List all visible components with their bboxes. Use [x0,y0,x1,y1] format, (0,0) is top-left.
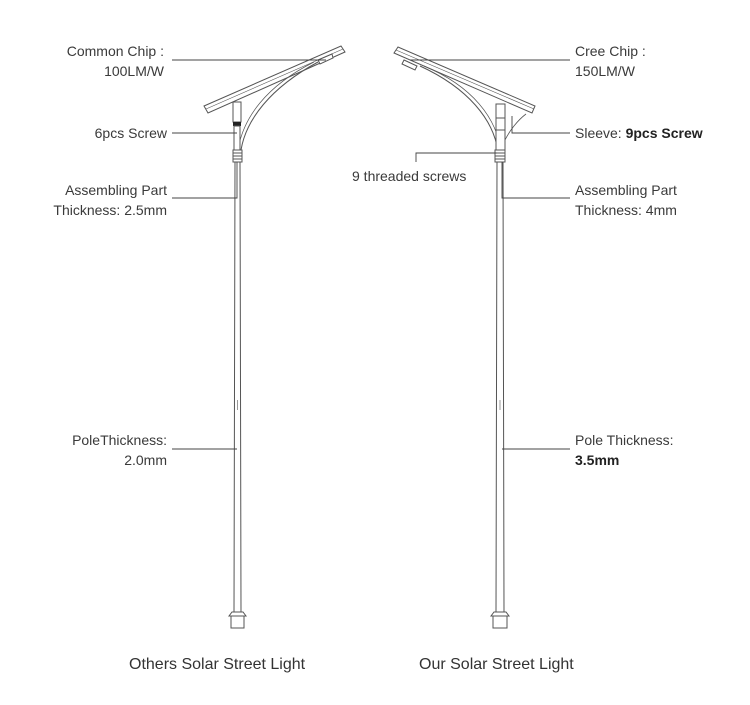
right-street-light [393,46,536,629]
right-caption: Our Solar Street Light [419,656,574,673]
left-pole-label: PoleThickness: 2.0mm [20,430,167,470]
left-pole-line1: PoleThickness: [72,432,167,448]
left-caption: Others Solar Street Light [129,656,306,673]
right-lamp-head [401,59,418,71]
leader-left-assembling [172,162,238,199]
leader-right-screws [415,152,497,162]
left-pole-line2: 2.0mm [124,452,167,468]
left-solar-panel [203,45,346,114]
right-assembling-line2: Thickness: 4mm [575,202,677,218]
left-pole [233,161,242,613]
left-assembling-line1: Assembling Part [65,182,167,198]
left-chip-label: Common Chip : 100LM/W [20,41,164,81]
left-screw-line1: 6pcs Screw [94,125,167,141]
left-screw [233,122,241,126]
right-screws-label: 9 threaded screws [352,166,466,186]
right-screws-line1: 9 threaded screws [352,168,467,184]
left-assembling-line2: Thickness: 2.5mm [53,202,167,218]
right-pole-base [490,611,510,617]
left-chip-line2: 100LM/W [104,63,164,79]
leader-right-sleeve [511,116,570,134]
leader-right-assembling [501,162,570,199]
right-sleeve-prefix: Sleeve: [575,125,626,141]
right-pole [495,161,505,613]
right-chip-label: Cree Chip : 150LM/W [575,41,646,81]
right-solar-panel [393,46,536,114]
left-assembling-label: Assembling Part Thickness: 2.5mm [20,180,167,220]
left-pole-base [228,611,247,617]
right-sleeve-value: 9pcs Screw [625,125,703,141]
right-assembling-line1: Assembling Part [575,182,677,198]
right-sleeve-label: Sleeve: 9pcs Screw [575,123,703,143]
right-assembling-label: Assembling Part Thickness: 4mm [575,180,677,220]
right-pole-label: Pole Thickness: 3.5mm [575,430,674,470]
left-street-light [203,45,346,629]
left-screw-label: 6pcs Screw [20,123,167,143]
right-pole-line2: 3.5mm [575,452,620,468]
right-pole-line1: Pole Thickness: [575,432,674,448]
right-chip-line1: Cree Chip : [575,43,646,59]
left-lamp-arm [240,61,319,151]
right-chip-line2: 150LM/W [575,63,635,79]
left-lamp-head [317,53,334,65]
right-sleeve [495,103,506,151]
left-chip-line1: Common Chip : [66,43,164,59]
